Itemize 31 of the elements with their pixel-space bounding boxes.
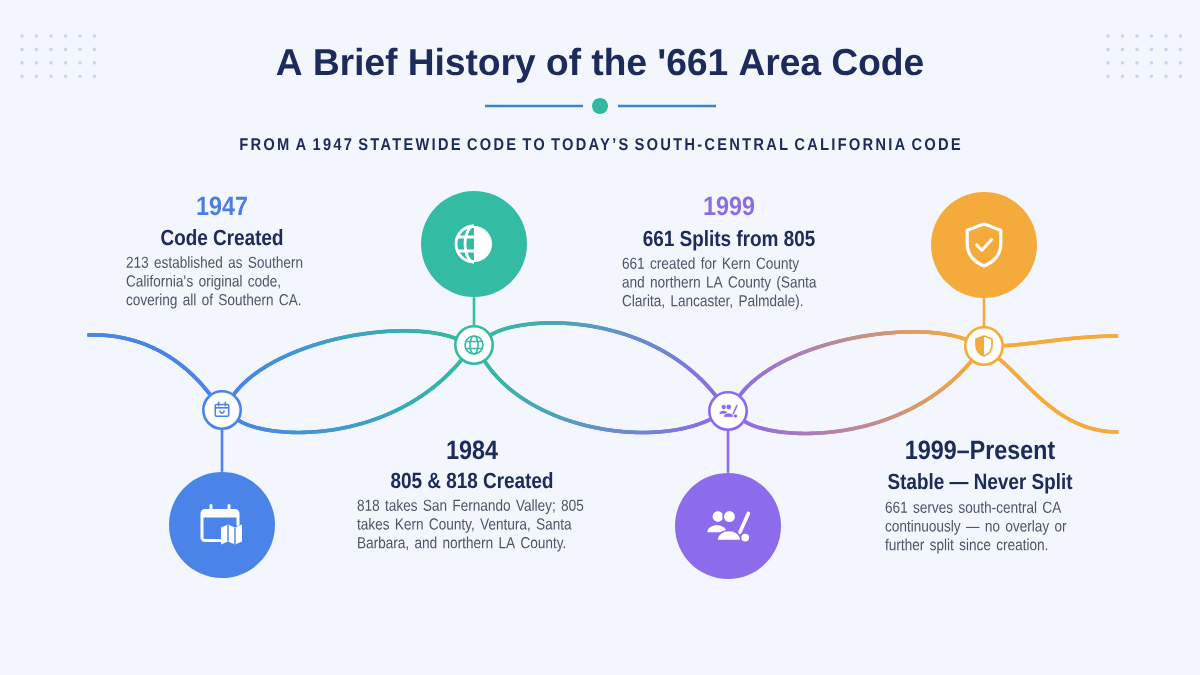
wave-line	[738, 330, 967, 397]
event-heading: 661 Splits from 805	[643, 230, 815, 251]
subtitle: FROM A 1947 STATEWIDE CODE TO TODAY’S SOUTH-CENTRAL CALIFORNIA CODE	[240, 138, 961, 151]
event-heading: Code Created	[161, 229, 283, 246]
wave-line	[997, 357, 1119, 434]
wave-line	[1003, 334, 1119, 348]
icon-circle	[675, 473, 781, 579]
event-heading: Stable — Never Split	[888, 473, 1073, 494]
wave-line	[237, 358, 463, 435]
connector-line	[982, 298, 986, 326]
year-label: 1947	[197, 196, 247, 216]
connector-line	[726, 431, 730, 473]
connector-line	[220, 430, 224, 472]
icon-circle	[931, 192, 1037, 298]
icon-circle	[169, 472, 275, 578]
event-heading: 805 & 818 Created	[391, 472, 553, 489]
wave-line	[743, 359, 973, 436]
event-description: 818 takes San Fernando Valley; 805 takes Kern County, Ventura, Santa Barbara, and northern LA County.	[357, 499, 584, 552]
event-description: 213 established as Southern California's original code, covering all of Southern CA.	[126, 256, 303, 309]
wave-line	[483, 359, 712, 435]
event-description: 661 serves south-central CA continuously — no overlay or further split since creation.	[885, 501, 1067, 554]
year-label: 1984	[447, 440, 498, 460]
icon-circle	[421, 191, 527, 297]
title: A Brief History of the '661 Area Code	[276, 47, 923, 83]
connector-line	[472, 297, 476, 325]
wave-line	[489, 321, 718, 398]
event-description: 661 created for Kern County and northern LA County (Santa Clarita, Lancaster, Palmdale).	[622, 257, 817, 310]
year-label: 1999	[704, 196, 755, 216]
wave-line	[87, 333, 212, 396]
year-label: 1999–Present	[906, 440, 1055, 460]
wave-line	[232, 329, 457, 396]
